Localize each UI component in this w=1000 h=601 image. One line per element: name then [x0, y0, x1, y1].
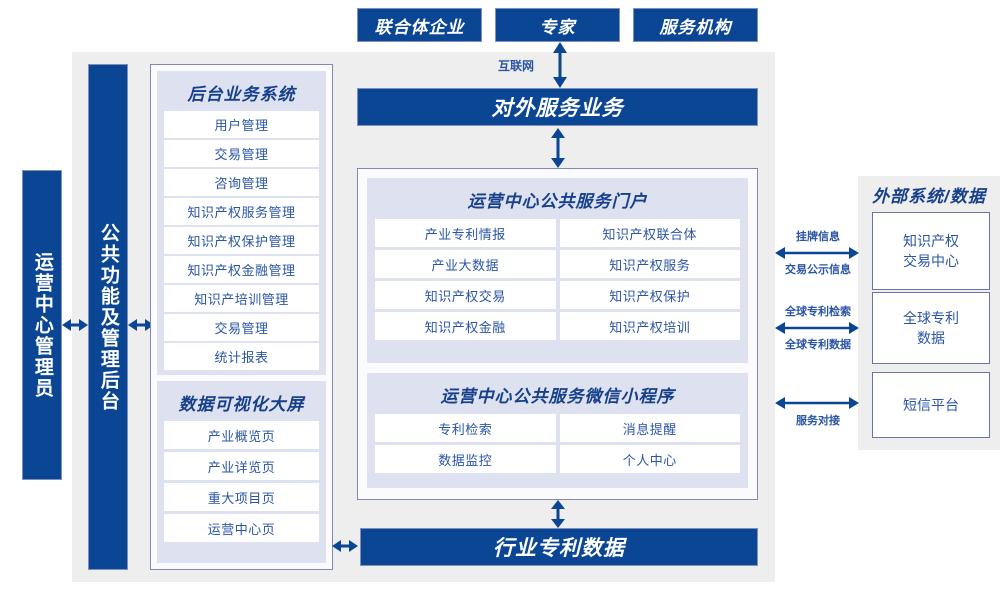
miniprogram-item[interactable]: 消息提醒 — [559, 414, 740, 442]
miniprogram-item[interactable]: 数据监控 — [375, 445, 556, 473]
arrow-portal-to-industry-data — [547, 500, 569, 528]
backoffice-item[interactable]: 交易管理 — [164, 314, 319, 341]
rail-common-functions-backend[interactable]: 公共功能及管理后台 — [88, 64, 128, 570]
portal-item[interactable]: 知识产权保护 — [559, 281, 740, 309]
backoffice-group: 后台业务系统 用户管理 交易管理 咨询管理 知识产权服务管理 知识产权保护管理 … — [157, 71, 326, 375]
backoffice-item[interactable]: 知识产权服务管理 — [164, 198, 319, 225]
external-box-line1: 全球专利 — [903, 309, 959, 326]
actor-label: 服务机构 — [659, 17, 732, 37]
rail-label: 公共功能及管理后台 — [97, 222, 119, 412]
arrow-modules-to-industry-data — [332, 535, 358, 557]
rail-operations-admin[interactable]: 运营中心管理员 — [22, 170, 62, 480]
external-arrow-1-label-above: 挂牌信息 — [796, 231, 840, 243]
external-arrow-1-label-below: 交易公示信息 — [785, 264, 851, 276]
miniprogram-grid: 专利检索 消息提醒 数据监控 个人中心 — [367, 407, 748, 473]
backoffice-item[interactable]: 知识产权金融管理 — [164, 256, 319, 283]
dataviz-title: 数据可视化大屏 — [178, 395, 305, 414]
external-arrow-2-label-below: 全球专利数据 — [785, 339, 851, 351]
backoffice-item[interactable]: 统计报表 — [164, 343, 319, 370]
portal-item[interactable]: 知识产权服务 — [559, 250, 740, 278]
portal-item[interactable]: 产业大数据 — [375, 250, 556, 278]
internet-connector-label: 互联网 — [486, 57, 546, 74]
external-box-line1: 短信平台 — [903, 396, 959, 413]
arrow-backend-to-modules — [128, 314, 154, 336]
portal-item[interactable]: 知识产权联合体 — [559, 219, 740, 247]
arrow-admin-to-backend — [62, 314, 88, 336]
actor-label: 专家 — [539, 17, 576, 37]
external-box-line1: 知识产权 — [903, 232, 959, 249]
external-box-sms-platform[interactable]: 短信平台 — [872, 372, 990, 438]
dataviz-item[interactable]: 产业概览页 — [164, 421, 319, 449]
external-arrow-2-label-above: 全球专利检索 — [785, 306, 851, 318]
arrow-external-1 — [775, 244, 859, 262]
actor-box-service-org[interactable]: 服务机构 — [633, 8, 758, 42]
backoffice-item[interactable]: 交易管理 — [164, 140, 319, 167]
portal-title: 运营中心公共服务门户 — [467, 192, 648, 211]
dataviz-item[interactable]: 运营中心页 — [164, 514, 319, 542]
miniprogram-title: 运营中心公共服务微信小程序 — [440, 387, 675, 406]
miniprogram-item[interactable]: 专利检索 — [375, 414, 556, 442]
backoffice-item[interactable]: 用户管理 — [164, 111, 319, 138]
miniprogram-item[interactable]: 个人中心 — [559, 445, 740, 473]
external-box-global-patent-data[interactable]: 全球专利 数据 — [872, 292, 990, 364]
external-service-bar[interactable]: 对外服务业务 — [357, 88, 758, 126]
arrow-external-3 — [775, 394, 859, 412]
actor-box-expert[interactable]: 专家 — [495, 8, 620, 42]
miniprogram-group: 运营中心公共服务微信小程序 专利检索 消息提醒 数据监控 个人中心 — [367, 373, 748, 488]
backoffice-item[interactable]: 知识产权保护管理 — [164, 227, 319, 254]
backoffice-item[interactable]: 知识产培训管理 — [164, 285, 319, 312]
portal-item[interactable]: 产业专利情报 — [375, 219, 556, 247]
industry-patent-data-bar[interactable]: 行业专利数据 — [360, 528, 758, 566]
dataviz-item-list: 产业概览页 产业详览页 重大项目页 运营中心页 — [157, 415, 326, 542]
portal-grid: 产业专利情报 知识产权联合体 产业大数据 知识产权服务 知识产权交易 知识产权保… — [367, 212, 748, 340]
external-box-line2: 交易中心 — [903, 253, 959, 269]
industry-patent-data-label: 行业专利数据 — [493, 537, 625, 560]
dataviz-item[interactable]: 产业详览页 — [164, 452, 319, 480]
external-box-ip-trading-center[interactable]: 知识产权 交易中心 — [872, 212, 990, 290]
backoffice-item-list: 用户管理 交易管理 咨询管理 知识产权服务管理 知识产权保护管理 知识产权金融管… — [157, 105, 326, 370]
rail-label: 运营中心管理员 — [31, 251, 53, 399]
actor-label: 联合体企业 — [374, 17, 465, 37]
arrow-service-to-portal — [547, 128, 569, 168]
portal-item[interactable]: 知识产权交易 — [375, 281, 556, 309]
portal-group: 运营中心公共服务门户 产业专利情报 知识产权联合体 产业大数据 知识产权服务 知… — [367, 178, 748, 363]
external-systems-title: 外部系统/数据 — [872, 187, 986, 206]
backoffice-item[interactable]: 咨询管理 — [164, 169, 319, 196]
external-service-label: 对外服务业务 — [491, 97, 624, 120]
portal-item[interactable]: 知识产权金融 — [375, 312, 556, 340]
arrow-internet-vertical — [549, 42, 571, 88]
external-arrow-3-label-below: 服务对接 — [796, 415, 840, 427]
portal-item[interactable]: 知识产权培训 — [559, 312, 740, 340]
external-box-line2: 数据 — [917, 330, 945, 346]
actor-box-consortium[interactable]: 联合体企业 — [357, 8, 482, 42]
dataviz-group: 数据可视化大屏 产业概览页 产业详览页 重大项目页 运营中心页 — [157, 381, 326, 563]
arrow-external-2 — [775, 319, 859, 337]
backoffice-title: 后台业务系统 — [187, 85, 296, 104]
internet-label-text: 互联网 — [497, 59, 534, 73]
dataviz-item[interactable]: 重大项目页 — [164, 483, 319, 511]
